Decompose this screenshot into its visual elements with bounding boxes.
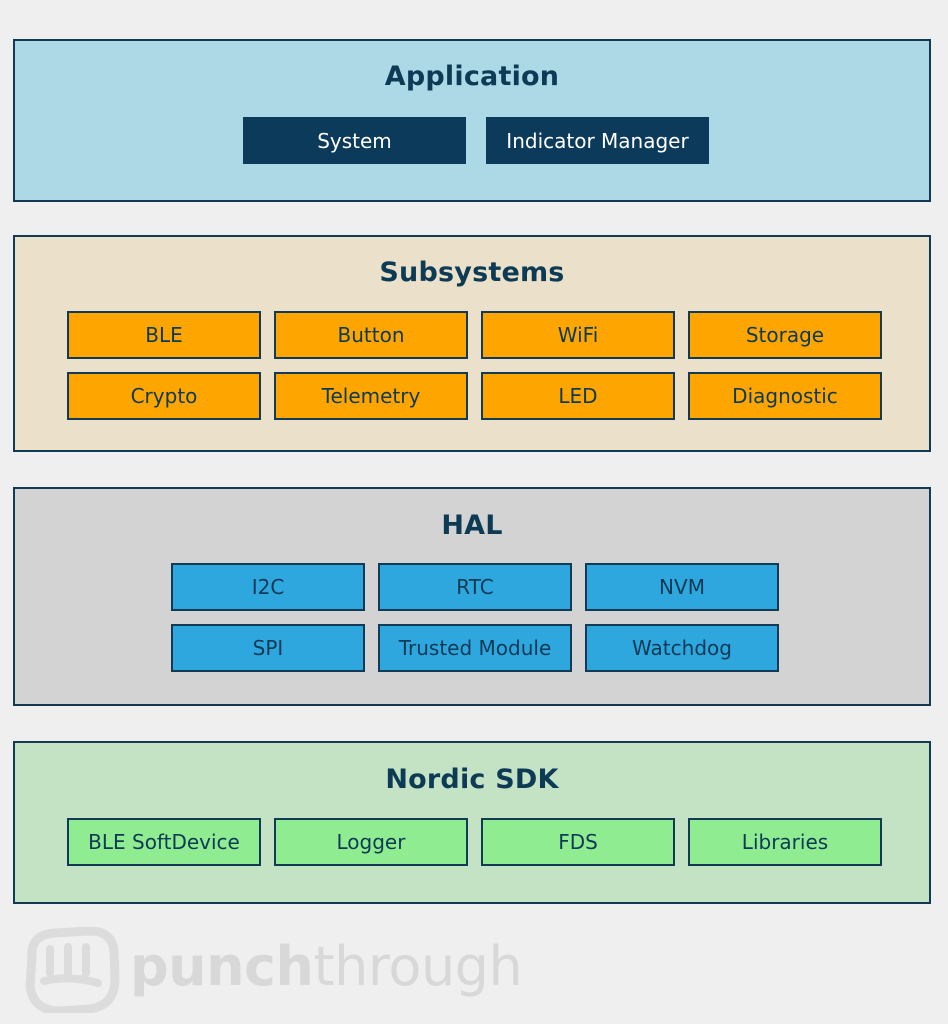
module-watchdog: Watchdog bbox=[585, 624, 779, 672]
nordic-sdk-layer-title: Nordic SDK bbox=[385, 764, 559, 795]
subsystems-layer-title: Subsystems bbox=[379, 257, 565, 288]
module-crypto: Crypto bbox=[67, 372, 261, 420]
hal-layer-title: HAL bbox=[441, 510, 503, 541]
module-fds: FDS bbox=[481, 818, 675, 866]
application-layer-title: Application bbox=[384, 61, 560, 92]
subsystems-layer: Subsystems BLE Button WiFi Storage Crypt… bbox=[13, 235, 931, 452]
module-ble: BLE bbox=[67, 311, 261, 359]
punchthrough-logo: punchthrough bbox=[18, 925, 523, 1015]
module-diagnostic: Diagnostic bbox=[688, 372, 882, 420]
module-i2c: I2C bbox=[171, 563, 365, 611]
module-button: Button bbox=[274, 311, 468, 359]
module-spi: SPI bbox=[171, 624, 365, 672]
module-rtc: RTC bbox=[378, 563, 572, 611]
logo-text-bold: punch bbox=[130, 935, 314, 998]
module-nvm: NVM bbox=[585, 563, 779, 611]
module-ble-softdevice: BLE SoftDevice bbox=[67, 818, 261, 866]
module-trusted-module: Trusted Module bbox=[378, 624, 572, 672]
module-storage: Storage bbox=[688, 311, 882, 359]
hal-layer: HAL I2C RTC NVM SPI Trusted Module Watch… bbox=[13, 487, 931, 706]
module-indicator-manager: Indicator Manager bbox=[486, 117, 709, 164]
module-telemetry: Telemetry bbox=[274, 372, 468, 420]
nordic-sdk-layer: Nordic SDK BLE SoftDevice Logger FDS Lib… bbox=[13, 741, 931, 904]
module-system: System bbox=[243, 117, 466, 164]
module-wifi: WiFi bbox=[481, 311, 675, 359]
module-logger: Logger bbox=[274, 818, 468, 866]
logo-text-light: through bbox=[313, 935, 523, 998]
logo-wordmark: punchthrough bbox=[130, 935, 523, 998]
module-led: LED bbox=[481, 372, 675, 420]
fist-icon bbox=[25, 927, 120, 1013]
module-libraries: Libraries bbox=[688, 818, 882, 866]
application-layer: Application System Indicator Manager bbox=[13, 39, 931, 202]
